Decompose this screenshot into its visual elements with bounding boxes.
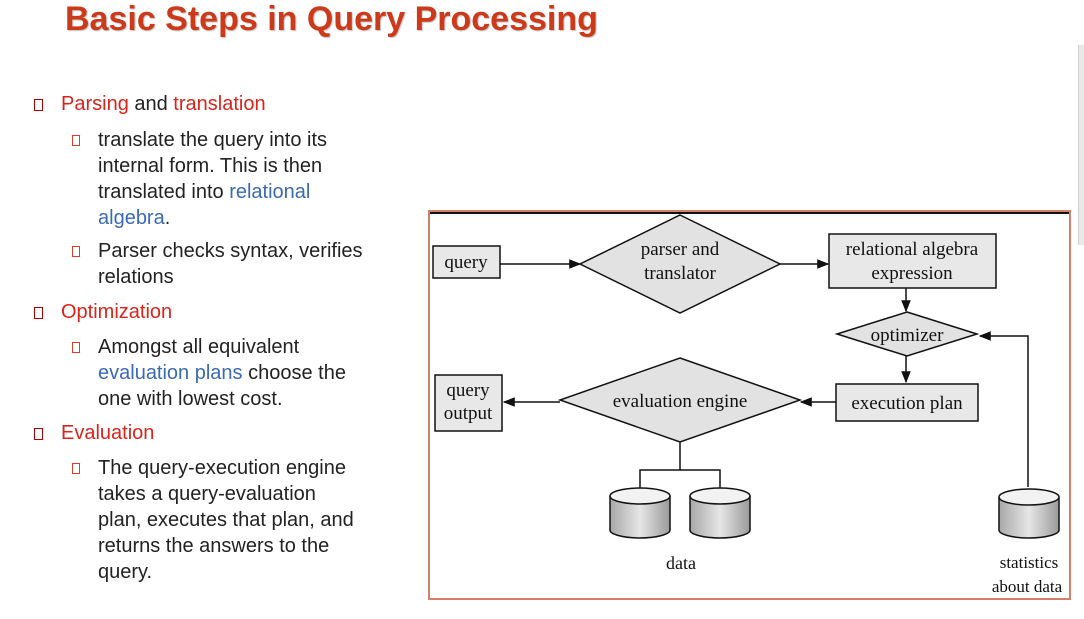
text-line: internal form. This is then (98, 155, 323, 177)
translator-label: translator (644, 263, 716, 284)
text-line: plan, executes that plan, and (98, 509, 354, 531)
relational-link: relational (229, 181, 311, 203)
bullet-marker (34, 99, 43, 111)
relational-algebra-node: relational algebra expression (828, 233, 997, 289)
parsing-word: Parsing (61, 93, 129, 115)
slide-title: Basic Steps in Query Processing (65, 0, 598, 38)
data-cylinder-1 (609, 487, 671, 539)
text-line: Parser checks syntax, verifies (98, 240, 363, 262)
text-line: relations (98, 266, 174, 288)
scrollbar[interactable] (1078, 45, 1084, 245)
rae-label-1: relational algebra (846, 239, 979, 260)
query-node: query (432, 245, 501, 279)
parser-translator-node: parser and translator (578, 214, 782, 314)
evaluation-engine-node: evaluation engine (557, 357, 803, 443)
subbullet-parser-checks: Parser checks syntax, verifies relations (72, 238, 363, 290)
evaluation-plans-link: evaluation plans (98, 362, 243, 384)
subbullet-execution-engine: The query-execution engine takes a query… (72, 455, 354, 585)
query-output-node: query output (434, 374, 503, 432)
parser-label: parser and (641, 239, 720, 260)
frame-top-rule (430, 212, 1069, 214)
evaluation-engine-label: evaluation engine (613, 391, 748, 412)
rae-label-2: expression (871, 263, 953, 284)
query-output-label-1: query (446, 380, 490, 401)
and-word: and (128, 93, 174, 115)
text-line: returns the answers to the (98, 535, 330, 557)
bullet-marker (72, 342, 80, 353)
statistics-label-1: statistics (1000, 553, 1059, 572)
optimizer-label: optimizer (871, 325, 944, 346)
text-line: one with lowest cost. (98, 388, 283, 410)
text-line: The query-execution engine (98, 457, 346, 479)
text-line: translate the query into its (98, 129, 328, 151)
execution-plan-label: execution plan (851, 393, 963, 414)
text-line: translated into relational (98, 181, 311, 203)
text-line: Amongst all equivalent (98, 336, 300, 358)
optimizer-node: optimizer (834, 311, 980, 357)
execution-plan-node: execution plan (835, 383, 979, 422)
bullet-parsing: Parsing and translation (34, 91, 266, 117)
statistics-cylinder (998, 488, 1060, 539)
algebra-link: algebra (98, 207, 165, 229)
bullet-marker (72, 135, 80, 146)
bullet-marker (34, 428, 43, 440)
subbullet-translate: translate the query into its internal fo… (72, 127, 328, 231)
diagram-svg: query parser and translator relational a… (432, 214, 1063, 596)
query-label: query (444, 252, 488, 273)
line-engine-data2 (680, 469, 721, 490)
query-output-label-2: output (444, 403, 493, 424)
text-line: evaluation plans choose the (98, 362, 346, 384)
text-line: takes a query-evaluation (98, 483, 316, 505)
bullet-optimization: Optimization (34, 299, 173, 325)
bullet-evaluation: Evaluation (34, 420, 155, 446)
statistics-label-2: about data (992, 577, 1063, 596)
query-processing-diagram: query parser and translator relational a… (428, 210, 1071, 600)
optimization-heading: Optimization (61, 301, 173, 323)
bullet-marker (72, 246, 80, 257)
data-cylinder-2 (689, 487, 751, 539)
translation-word: translation (173, 93, 266, 115)
evaluation-heading: Evaluation (61, 422, 155, 444)
subbullet-equivalent: Amongst all equivalent evaluation plans … (72, 334, 346, 412)
bullet-marker (72, 463, 80, 474)
bullet-marker (34, 307, 43, 319)
data-label: data (666, 553, 696, 573)
line-engine-data1 (639, 442, 681, 490)
arrow-statistics-optimizer (978, 331, 1029, 487)
text-line: algebra. (98, 207, 171, 229)
text-line: query. (98, 561, 153, 583)
